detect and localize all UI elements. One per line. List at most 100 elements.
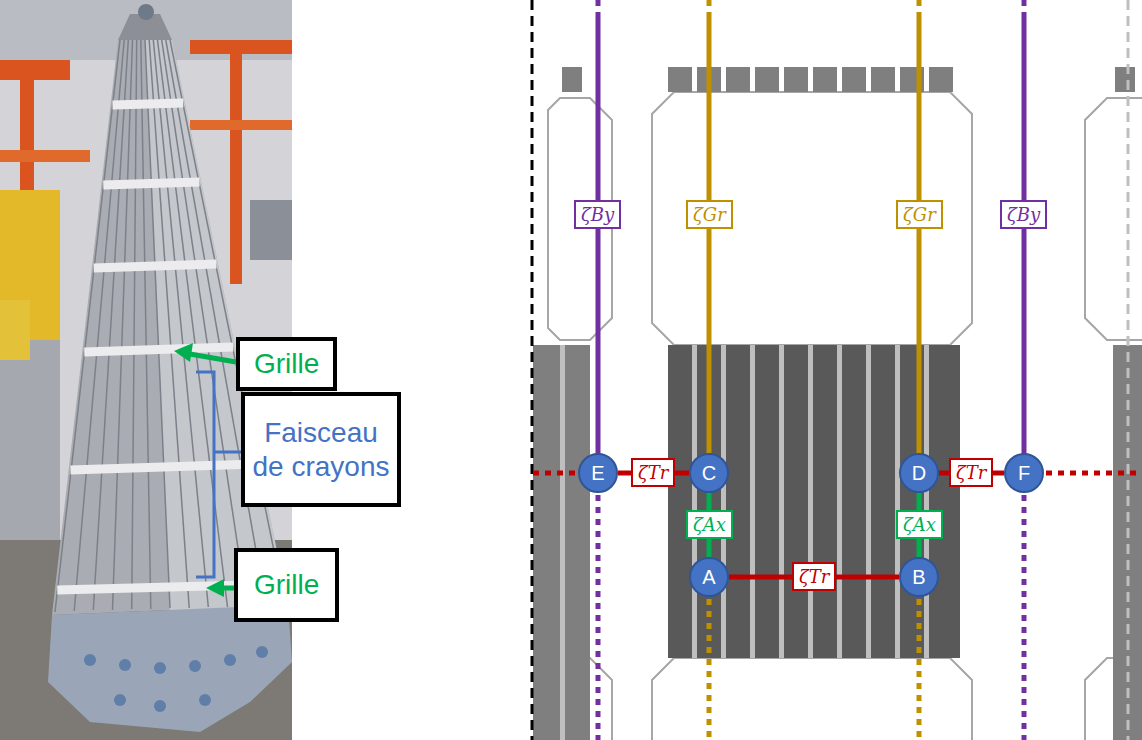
rod-bundle xyxy=(668,345,960,658)
rod-bundle xyxy=(871,345,895,658)
stiffness-label: ζGr xyxy=(896,200,943,229)
grid-outline xyxy=(1085,98,1142,340)
fuel-assembly xyxy=(119,659,131,671)
edge-label: ζTr xyxy=(792,562,836,591)
leader-arrow xyxy=(174,343,236,597)
callout-box: Faisceau de crayons xyxy=(241,392,401,507)
photo-background xyxy=(250,200,292,260)
fuel-assembly xyxy=(52,40,288,615)
spring-line xyxy=(596,12,601,460)
rod-bundle xyxy=(929,345,960,658)
photo-background xyxy=(0,60,70,80)
fuel-assembly xyxy=(149,40,189,608)
rod-bundle xyxy=(560,345,565,740)
callout-text: Grille xyxy=(254,347,319,381)
spring-line xyxy=(917,12,922,460)
rod-bundle xyxy=(784,345,808,658)
fuel-assembly xyxy=(132,40,137,609)
fuel-assembly xyxy=(114,694,126,706)
fuel-assembly xyxy=(71,464,258,470)
rod-bundle xyxy=(813,345,837,658)
node-circle: D xyxy=(899,453,939,493)
spring-line xyxy=(533,0,1142,740)
fuel-assembly xyxy=(55,40,285,612)
grid-cells xyxy=(813,67,837,92)
bracket xyxy=(214,451,241,454)
spring-line xyxy=(596,0,601,12)
stiffness-label: ζGr xyxy=(686,200,733,229)
fuel-assembly xyxy=(224,654,236,666)
fuel-assembly xyxy=(154,700,166,712)
leader-arrow xyxy=(174,343,193,362)
callout-box: Grille xyxy=(236,337,337,391)
rod-bundle xyxy=(726,345,750,658)
rod-bundle xyxy=(533,345,1142,740)
bracket xyxy=(196,372,214,577)
edge-label: ζTr xyxy=(631,458,675,487)
rod-bundle xyxy=(668,345,692,658)
photo-background xyxy=(0,150,90,162)
node-letter: A xyxy=(702,567,715,587)
fuel-assembly xyxy=(48,605,292,732)
fuel-assembly xyxy=(84,347,233,352)
stiffness-label: ζBy xyxy=(1000,200,1047,229)
boundary-line xyxy=(532,0,1128,740)
node-letter: F xyxy=(1018,463,1030,483)
rod-bundle xyxy=(533,345,590,740)
bracket xyxy=(196,372,241,577)
fuel-assembly xyxy=(145,40,170,608)
spring-line xyxy=(1022,495,1027,740)
rod-bundle xyxy=(668,345,960,658)
grid-cells xyxy=(562,67,582,92)
spring-line xyxy=(1022,12,1027,460)
photo-background xyxy=(230,54,242,284)
spring-line xyxy=(917,599,922,740)
spring-line xyxy=(707,12,712,460)
grid-cells xyxy=(871,67,895,92)
fuel-assembly xyxy=(158,40,228,607)
fuel-assembly xyxy=(103,182,199,185)
grid-cells xyxy=(842,67,866,92)
grid-outline xyxy=(652,658,972,740)
grid-outline xyxy=(652,92,972,345)
grid-cells xyxy=(726,67,750,92)
grid-cells xyxy=(755,67,779,92)
fuel-assembly xyxy=(84,654,96,666)
fuel-assembly xyxy=(145,40,288,612)
spring-line xyxy=(533,471,576,476)
grid-outline xyxy=(548,92,1142,740)
fuel-assembly xyxy=(113,40,133,610)
rod-bundle xyxy=(755,345,779,658)
node-circle: F xyxy=(1004,453,1044,493)
fuel-assembly xyxy=(162,40,247,606)
grid-cells xyxy=(784,67,808,92)
spring-line xyxy=(707,599,712,740)
edge-label: ζTr xyxy=(949,458,993,487)
fuel-assembly xyxy=(84,646,268,712)
photo-background xyxy=(190,40,292,54)
node-circle: A xyxy=(689,557,729,597)
fuel-assembly xyxy=(199,694,211,706)
fuel-assembly xyxy=(170,40,285,605)
rod-bundle xyxy=(842,345,866,658)
grid-cells xyxy=(668,67,692,92)
node-letter: C xyxy=(702,463,716,483)
fuel-assembly xyxy=(166,40,266,606)
grid-cells xyxy=(1115,67,1135,92)
spring-line xyxy=(1022,0,1027,12)
photo-background xyxy=(0,340,60,540)
node-circle: C xyxy=(689,453,729,493)
spring-line xyxy=(596,495,601,740)
fuel-assembly xyxy=(154,662,166,674)
stiffness-label: ζBy xyxy=(574,200,621,229)
boundary-line xyxy=(1127,0,1130,740)
node-letter: D xyxy=(912,463,926,483)
node-circle: B xyxy=(899,557,939,597)
edge-label: ζAx xyxy=(686,510,733,539)
leader-arrow xyxy=(206,579,224,597)
callout-text: Faisceau de crayons xyxy=(249,416,393,483)
callout-box: Grille xyxy=(234,548,339,622)
